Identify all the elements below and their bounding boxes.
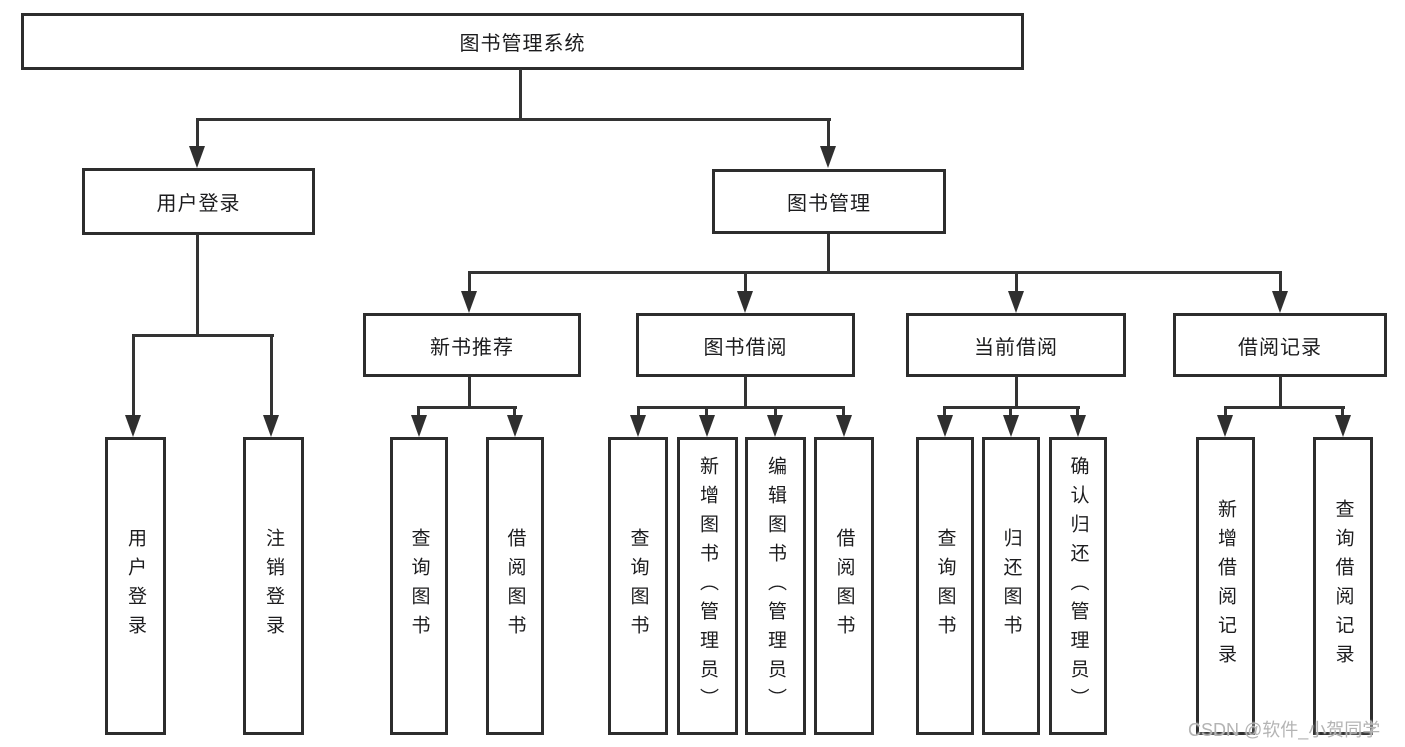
arrow-down-icon [699, 415, 715, 437]
connector-line [519, 69, 522, 119]
connector-line [196, 234, 199, 337]
connector-line [1015, 271, 1018, 294]
connector-line [468, 376, 471, 409]
connector-line [1015, 376, 1018, 409]
connector-line [1076, 406, 1079, 419]
connector-line [1341, 406, 1344, 419]
connector-line [1279, 271, 1282, 294]
leaf-query-borrow-record: 查询借阅记录 [1313, 437, 1373, 735]
node-library-system-label: 图书管理系统 [459, 33, 586, 55]
leaf-query-books-recommend: 查询图书 [390, 437, 448, 735]
connector-line [827, 234, 830, 274]
arrow-down-icon [125, 415, 141, 437]
arrow-down-icon [1272, 291, 1288, 313]
connector-line [1009, 406, 1012, 419]
leaf-query-borrow-record-label: 查询借阅记录 [1332, 499, 1354, 673]
connector-line [468, 271, 471, 294]
arrow-down-icon [411, 415, 427, 437]
connector-line [705, 406, 708, 419]
connector-line [270, 334, 273, 418]
node-book-borrowing-label: 图书借阅 [703, 336, 788, 359]
arrow-down-icon [737, 291, 753, 313]
csdn-watermark: CSDN @软件_小贺同学 [1188, 720, 1381, 740]
arrow-down-icon [1008, 291, 1024, 313]
arrow-down-icon [1070, 415, 1086, 437]
leaf-confirm-return-admin: 确认归还（管理员） [1049, 437, 1107, 735]
leaf-borrow-books-recommend: 借阅图书 [486, 437, 544, 735]
node-user-login-label: 用户登录 [156, 193, 241, 215]
leaf-query-books-current-label: 查询图书 [934, 528, 956, 644]
arrow-down-icon [263, 415, 279, 437]
connector-line [196, 118, 199, 150]
leaf-add-books-admin-label: 新增图书（管理员） [697, 455, 718, 717]
leaf-edit-books-admin-label: 编辑图书（管理员） [765, 455, 786, 717]
connector-line [417, 406, 420, 419]
node-new-book-recommend-label: 新书推荐 [430, 336, 514, 359]
leaf-edit-books-admin: 编辑图书（管理员） [745, 437, 806, 735]
leaf-borrow-books-borrowing: 借阅图书 [814, 437, 874, 735]
leaf-query-books-borrowing-label: 查询图书 [627, 528, 649, 644]
leaf-logout-label: 注销登录 [263, 528, 284, 644]
connector-line [637, 406, 845, 409]
node-borrowing-records: 借阅记录 [1173, 313, 1387, 377]
leaf-user-login: 用户登录 [105, 437, 166, 735]
connector-line [1224, 406, 1227, 419]
connector-line [196, 118, 831, 121]
connector-line [943, 406, 946, 419]
connector-line [827, 118, 830, 150]
node-user-login: 用户登录 [82, 168, 315, 235]
leaf-query-books-borrowing: 查询图书 [608, 437, 668, 735]
connector-line [744, 376, 747, 409]
arrow-down-icon [1335, 415, 1351, 437]
connector-line [417, 406, 517, 409]
arrow-down-icon [507, 415, 523, 437]
connector-line [1279, 376, 1282, 409]
node-book-management-label: 图书管理 [787, 193, 871, 215]
arrow-down-icon [1217, 415, 1233, 437]
node-new-book-recommend: 新书推荐 [363, 313, 581, 377]
leaf-return-books-label: 归还图书 [1000, 528, 1022, 644]
leaf-logout: 注销登录 [243, 437, 304, 735]
arrow-down-icon [937, 415, 953, 437]
arrow-down-icon [630, 415, 646, 437]
node-current-borrowing-label: 当前借阅 [974, 336, 1058, 359]
leaf-confirm-return-admin-label: 确认归还（管理员） [1067, 455, 1089, 717]
connector-line [744, 271, 747, 294]
leaf-query-books-recommend-label: 查询图书 [408, 528, 430, 644]
leaf-borrow-books-recommend-label: 借阅图书 [504, 528, 526, 644]
node-current-borrowing: 当前借阅 [906, 313, 1126, 377]
leaf-add-borrow-record-label: 新增借阅记录 [1215, 499, 1236, 673]
leaf-borrow-books-borrowing-label: 借阅图书 [833, 528, 855, 644]
node-borrowing-records-label: 借阅记录 [1238, 336, 1322, 359]
arrow-down-icon [767, 415, 783, 437]
leaf-return-books: 归还图书 [982, 437, 1040, 735]
connector-line [1224, 406, 1345, 409]
leaf-add-borrow-record: 新增借阅记录 [1196, 437, 1255, 735]
arrow-down-icon [189, 146, 205, 168]
connector-line [842, 406, 845, 419]
arrow-down-icon [820, 146, 836, 168]
connector-line [132, 334, 135, 418]
node-book-borrowing: 图书借阅 [636, 313, 855, 377]
arrow-down-icon [461, 291, 477, 313]
connector-line [468, 271, 1282, 274]
connector-line [637, 406, 640, 419]
node-book-management: 图书管理 [712, 169, 946, 234]
connector-line [774, 406, 777, 419]
node-library-system: 图书管理系统 [21, 13, 1024, 70]
leaf-query-books-current: 查询图书 [916, 437, 974, 735]
leaf-user-login-label: 用户登录 [125, 528, 146, 644]
leaf-add-books-admin: 新增图书（管理员） [677, 437, 738, 735]
connector-line [132, 334, 274, 337]
arrow-down-icon [836, 415, 852, 437]
connector-line [513, 406, 516, 419]
arrow-down-icon [1003, 415, 1019, 437]
